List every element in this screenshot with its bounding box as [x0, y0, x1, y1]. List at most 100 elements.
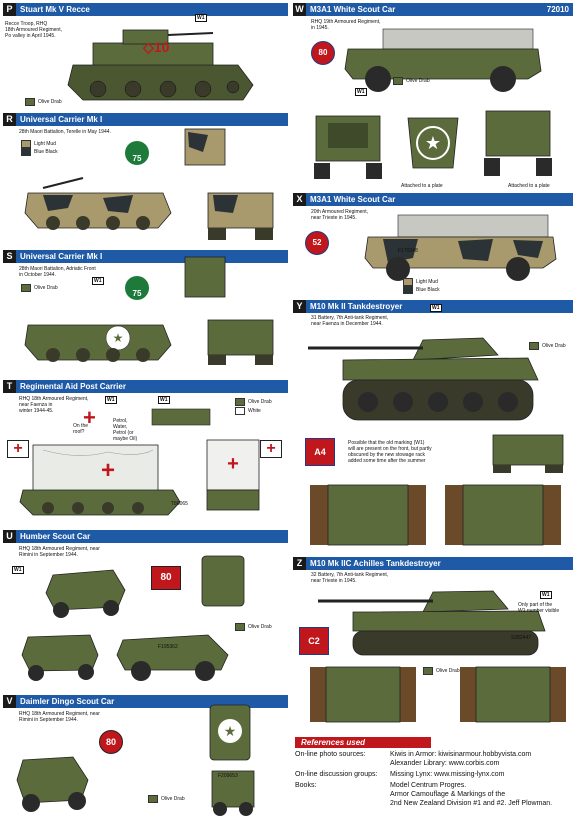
red-cross-flag-icon: +: [260, 440, 282, 458]
panel-letter: R: [3, 113, 16, 126]
m10-front-view: [492, 434, 564, 473]
panel-caption: 31 Battery, 7th Anti-tank Regiment, near…: [311, 315, 389, 327]
universal-carrier-camo-side-illustration: [24, 177, 172, 230]
panel-s: S Universal Carrier Mk I 28th Maori Batt…: [3, 250, 288, 375]
swatch-olive-drab: Olive Drab: [25, 98, 62, 106]
dingo-marking-badge: 80: [99, 730, 123, 754]
note-roof: On the roof?: [73, 423, 89, 435]
product-code: 72010: [546, 5, 569, 14]
panel-caption: Recce Troop, RHQ 18th Armoured Regiment,…: [5, 21, 62, 39]
panel-title: Humber Scout Car: [20, 532, 91, 541]
decal-tag: W1: [105, 396, 117, 404]
panel-caption: RHQ 18th Armoured Regiment, near Rimini …: [19, 711, 100, 723]
swatch-light-mud: Light Mud: [403, 278, 438, 286]
swatch-label: Light Mud: [416, 279, 438, 285]
panel-header: S Universal Carrier Mk I: [3, 250, 288, 263]
panel-r: R Universal Carrier Mk I 28th Maori Batt…: [3, 113, 288, 248]
swatch-label: Olive Drab: [542, 343, 566, 349]
panel-title: M3A1 White Scout Car: [310, 195, 396, 204]
humber-serial-number: F195362: [158, 644, 178, 650]
m3a1-plate-view: ★: [407, 117, 459, 169]
decal-tag: W1: [12, 566, 24, 574]
carrier-marking-badge: 75: [125, 276, 149, 300]
m3a1x-marking-badge: 52: [305, 231, 329, 255]
panel-caption: 28th Maori Battalion, Terelle in May 194…: [19, 129, 111, 135]
panel-v: V Daimler Dingo Scout Car RHQ 18th Armou…: [3, 695, 288, 823]
universal-carrier-od-front-view: [207, 319, 274, 365]
panel-letter: T: [3, 380, 16, 393]
panel-p: P Stuart Mk V Recce Recce Troop, RHQ 18t…: [3, 3, 288, 108]
note-plate: Attached to a plate: [401, 183, 443, 189]
m10-marking-badge: A4: [305, 438, 335, 466]
panel-letter: S: [3, 250, 16, 263]
panel-letter: Z: [293, 557, 306, 570]
achilles-serial-number: S282447: [511, 635, 532, 641]
swatch-label: Light Mud: [34, 141, 56, 147]
swatch-label: Olive Drab: [248, 624, 272, 630]
stuart-tank-side-illustration: [67, 29, 254, 101]
reference-value: Kiwis in Armor: kiwisinarmour.hobbyvista…: [390, 751, 532, 767]
achilles-top-view: [310, 666, 416, 723]
m10-top-view-right: [445, 484, 561, 546]
red-cross-roof-icon: +: [83, 405, 96, 430]
swatch-white: White: [235, 407, 261, 415]
panel-header: T Regimental Aid Post Carrier: [3, 380, 288, 393]
universal-carrier-front-view: [207, 192, 274, 240]
panel-caption: 20th Armoured Regiment, near Trieste in …: [311, 209, 368, 221]
rap-serial-number: T86065: [171, 501, 188, 507]
rap-carrier-side-illustration: +: [19, 444, 181, 516]
panel-title: Universal Carrier Mk I: [20, 252, 103, 261]
panel-title: M3A1 White Scout Car: [310, 5, 396, 14]
red-cross-flag-icon: +: [7, 440, 29, 458]
swatch-olive-drab: Olive Drab: [529, 342, 566, 350]
swatch-olive-drab: Olive Drab: [21, 284, 58, 292]
decal-tag: W1: [430, 304, 442, 312]
reference-label: On-line photo sources:: [295, 751, 366, 758]
svg-text:★: ★: [113, 331, 124, 345]
panel-header: R Universal Carrier Mk I: [3, 113, 288, 126]
svg-text:+: +: [227, 453, 239, 475]
marking-number: 80: [318, 48, 328, 57]
humber-top-view: [201, 555, 245, 607]
swatch-olive-drab: Olive Drab: [423, 667, 460, 675]
panel-title: Daimler Dingo Scout Car: [20, 697, 115, 706]
reference-label: Books:: [295, 782, 317, 789]
universal-carrier-od-side-illustration: ★: [24, 324, 172, 362]
panel-u: U Humber Scout Car RHQ 18th Armoured Reg…: [3, 530, 288, 690]
achilles-note: Only part of the W1 number visible: [518, 602, 560, 614]
references-title: References used: [295, 737, 431, 748]
marking-number: A4: [314, 447, 326, 457]
swatch-olive-drab: Olive Drab: [393, 77, 430, 85]
panel-title: M10 Mk IIC Achilles Tankdestroyer: [310, 559, 441, 568]
m3a1-front-view: [314, 115, 382, 179]
panel-letter: W: [293, 3, 306, 16]
swatch-olive-drab: Olive Drab: [235, 398, 272, 406]
panel-title: M10 Mk II Tankdestroyer: [310, 302, 403, 311]
note-jerrycans: Petrol, Water, Petrol (or maybe Oil): [113, 418, 138, 442]
m3a1-camo-side-view: [364, 214, 557, 281]
decal-tag: W1: [195, 14, 207, 22]
swatch-label: Olive Drab: [248, 399, 272, 405]
swatch-label: Olive Drab: [38, 99, 62, 105]
reference-row: On-line discussion groups: Missing Lynx:…: [295, 770, 570, 779]
carrier-marking-badge: 75: [125, 141, 149, 165]
panel-title: Universal Carrier Mk I: [20, 115, 103, 124]
humber-side-view: [116, 634, 229, 681]
dingo-serial-number: F209653: [218, 773, 238, 779]
panel-header: X M3A1 White Scout Car: [293, 193, 573, 206]
references-section: References used On-line photo sources: K…: [295, 737, 570, 808]
swatch-label: Olive Drab: [436, 668, 460, 674]
swatch-blue-black: Blue Black: [403, 286, 440, 294]
dingo-top-view: ★: [209, 704, 251, 761]
m3a1-side-view: [344, 28, 542, 92]
swatch-olive-drab: Olive Drab: [148, 795, 185, 803]
decal-tag: W1: [355, 88, 367, 96]
swatch-light-mud: Light Mud: [21, 140, 56, 148]
humber-marking-badge: 80: [151, 566, 181, 590]
panel-caption: RHQ 18th Armoured Regiment, near Rimini …: [19, 546, 100, 558]
swatch-blue-black: Blue Black: [21, 148, 58, 156]
decal-tag: W1: [92, 277, 104, 285]
panel-caption: RHQ 19th Armoured Regiment, in 1945.: [311, 19, 381, 31]
panel-header: W M3A1 White Scout Car 72010: [293, 3, 573, 16]
m3a1-marking-badge: 80: [311, 41, 335, 65]
